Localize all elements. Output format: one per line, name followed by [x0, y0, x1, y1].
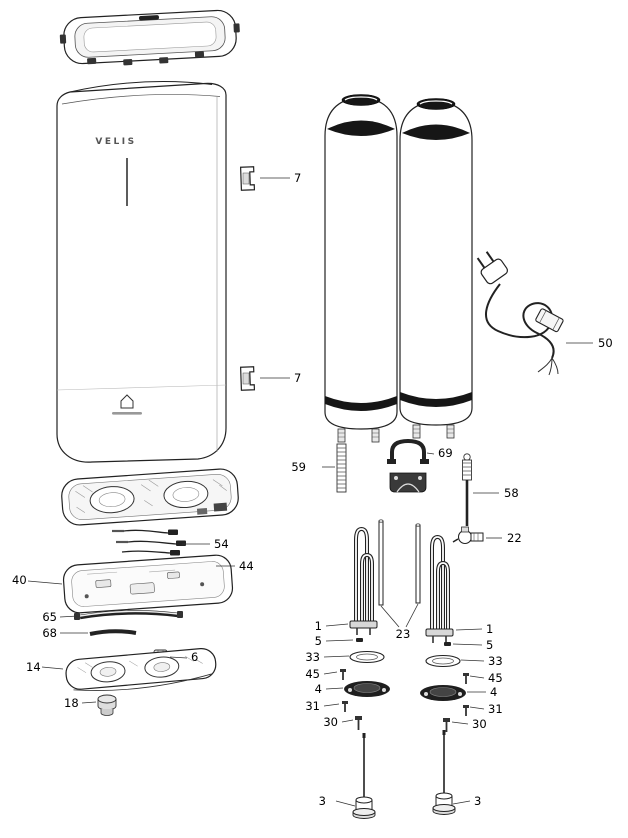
- flange-left-4: [344, 681, 390, 697]
- label-69: 69: [438, 446, 453, 460]
- label-30-right: 30: [472, 717, 487, 731]
- heating-element-right: [425, 534, 454, 643]
- anode-rod-59: [336, 443, 347, 493]
- power-cord: [476, 251, 564, 376]
- label-68: 68: [42, 626, 57, 640]
- nut-right-5: [444, 642, 451, 646]
- tank-right: [399, 98, 473, 439]
- brand-logo-text: VELIS: [95, 137, 136, 147]
- nut-left-5: [356, 638, 363, 642]
- label-3-right: 3: [474, 794, 481, 808]
- label-3-left: 3: [319, 794, 326, 808]
- brand-bottom-mark: [112, 394, 142, 415]
- top-cover: [59, 9, 240, 66]
- label-45-right: 45: [488, 671, 503, 685]
- top-cover-clips: [59, 23, 240, 66]
- label-5-left: 5: [315, 634, 322, 648]
- front-casing: VELIS: [56, 81, 227, 463]
- sensor-rod-left: [352, 733, 376, 819]
- anode-rod-58: [462, 453, 472, 526]
- tube-left: [378, 519, 384, 606]
- flange-right-4: [420, 685, 466, 701]
- label-31-right: 31: [488, 702, 503, 716]
- label-1-left: 1: [315, 619, 322, 633]
- tank-left: [324, 94, 398, 443]
- label-4-right: 4: [490, 685, 497, 699]
- label-44: 44: [239, 559, 254, 573]
- label-31-left: 31: [305, 699, 320, 713]
- label-14: 14: [26, 660, 41, 674]
- label-7-lower: 7: [294, 371, 301, 385]
- label-5-right: 5: [486, 638, 493, 652]
- strip-65: [74, 610, 183, 620]
- gasket-right-33: [425, 654, 461, 668]
- label-45-left: 45: [305, 667, 320, 681]
- clamp-69: [387, 438, 429, 493]
- label-4-left: 4: [315, 682, 322, 696]
- top-cover-logo-mark: [138, 15, 159, 21]
- screw-right-45: [463, 673, 469, 684]
- label-7-upper: 7: [294, 171, 301, 185]
- label-23: 23: [396, 627, 411, 641]
- label-40: 40: [12, 573, 27, 587]
- part-labels: 7 7 50 59 69 58 22 54 44 40 65 68 6 14 1…: [12, 171, 613, 808]
- label-59: 59: [291, 460, 306, 474]
- leader-lines: [27, 177, 593, 807]
- cord-ferrite-block: [535, 308, 564, 333]
- mounting-bracket-lower: [239, 366, 256, 391]
- tube-right: [415, 523, 421, 604]
- gasket-left-33: [349, 650, 385, 664]
- shroud-grille: [61, 468, 239, 526]
- label-30-left: 30: [323, 715, 338, 729]
- label-22: 22: [507, 531, 522, 545]
- valve-22: [452, 526, 484, 545]
- bottom-cover: [65, 648, 217, 691]
- label-58: 58: [504, 486, 519, 500]
- label-18: 18: [64, 696, 79, 710]
- screw-right-30: [443, 718, 450, 732]
- heating-element-left: [349, 526, 378, 635]
- mounting-bracket-upper: [239, 166, 256, 191]
- sensor-rod-right: [432, 730, 456, 815]
- label-54: 54: [214, 537, 229, 551]
- label-65: 65: [42, 610, 57, 624]
- screw-right-31: [463, 705, 469, 716]
- label-50: 50: [598, 336, 613, 350]
- screw-left-45: [340, 669, 346, 680]
- screw-left-31: [342, 701, 348, 712]
- knob-18: [97, 694, 117, 716]
- wiring-harness: [112, 529, 186, 556]
- plug-prong: [476, 257, 486, 269]
- plug-prong: [485, 251, 495, 263]
- label-1-right: 1: [486, 622, 493, 636]
- label-6: 6: [191, 650, 198, 664]
- screw-left-30: [355, 716, 362, 730]
- strip-68: [89, 629, 137, 636]
- label-33-left: 33: [305, 650, 320, 664]
- label-33-right: 33: [488, 654, 503, 668]
- back-panel: [62, 554, 234, 614]
